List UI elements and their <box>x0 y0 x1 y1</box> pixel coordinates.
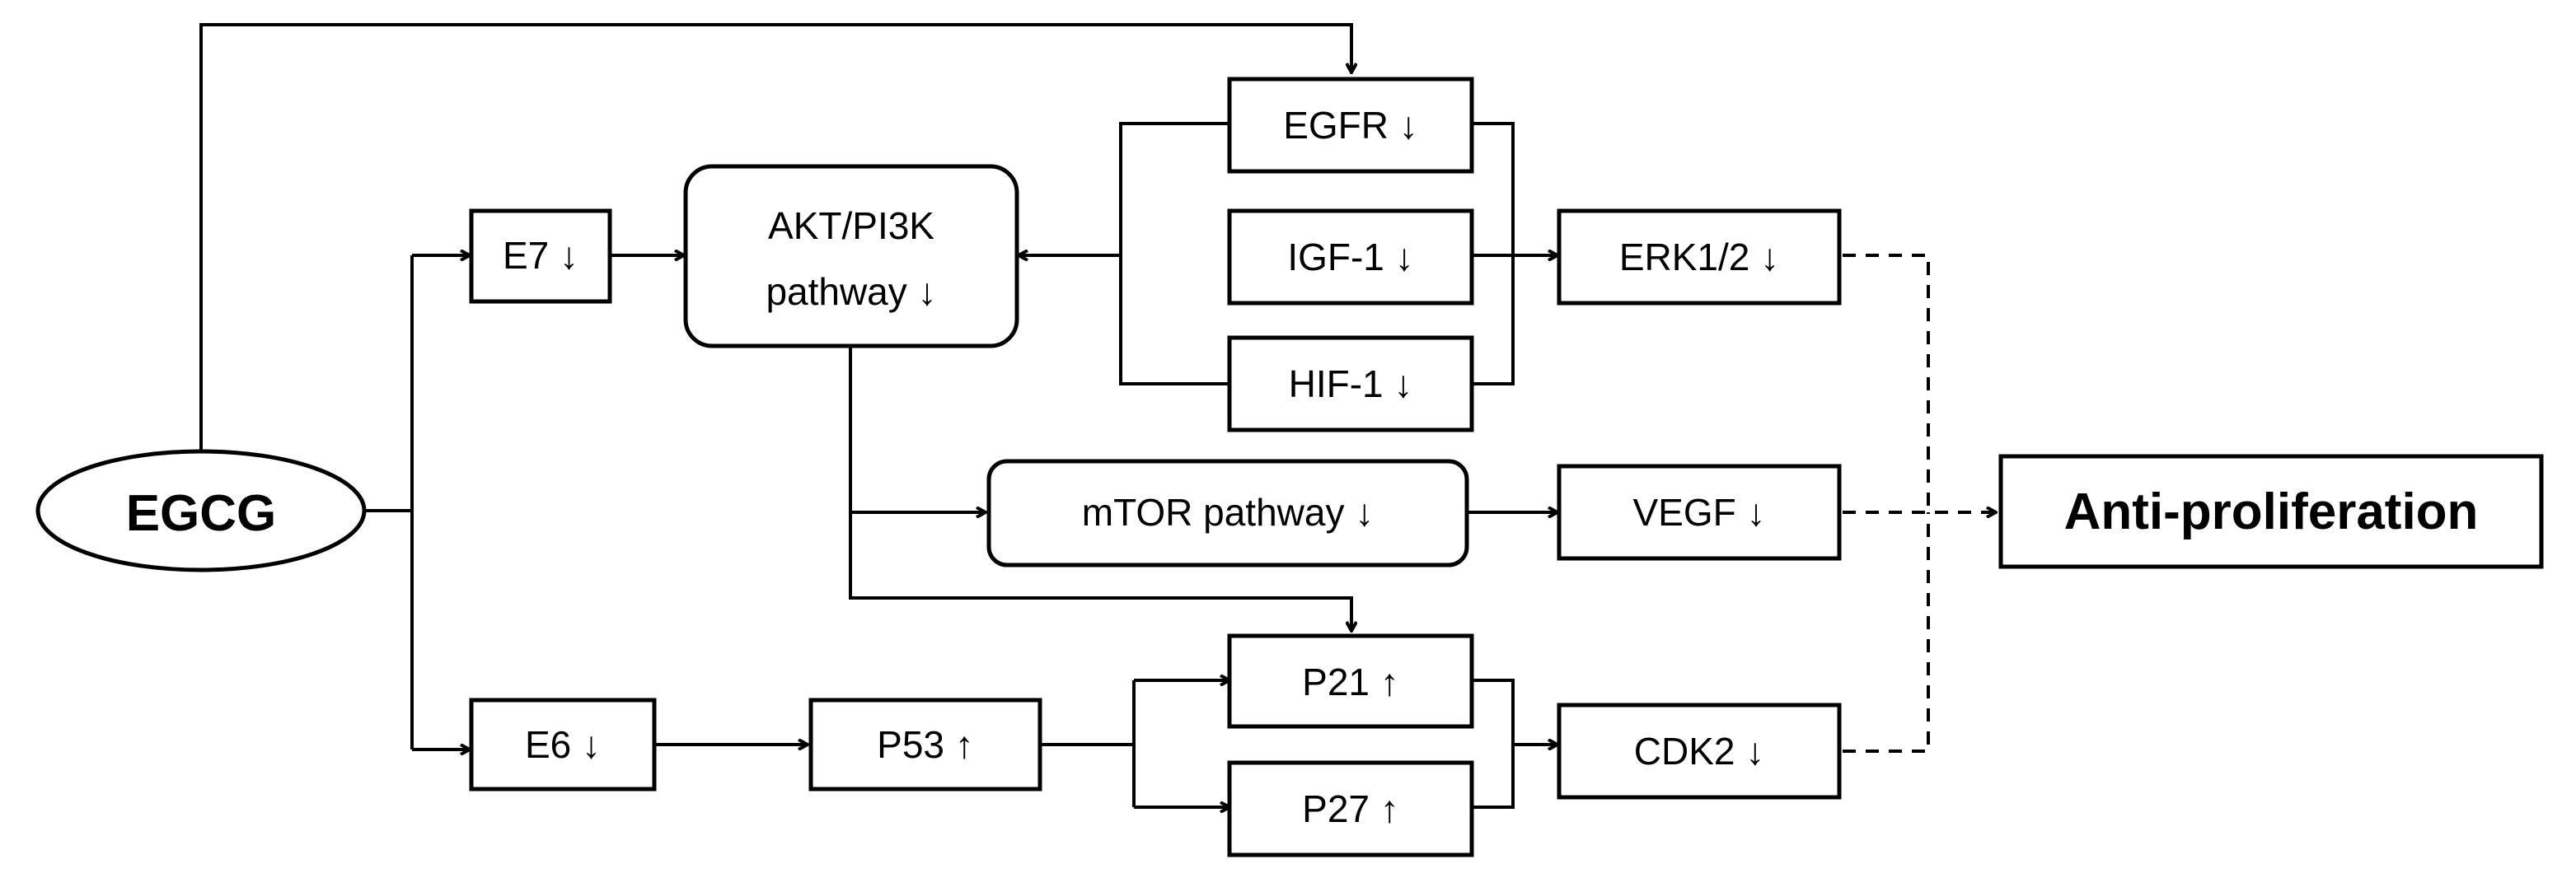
node-anti-proliferation: Anti-proliferation <box>1998 454 2544 569</box>
node-akt-pi3k: AKT/PI3K pathway ↓ <box>683 164 1019 348</box>
node-hif1-label: HIF-1 ↓ <box>1289 362 1413 405</box>
node-e7: E7 ↓ <box>469 208 612 304</box>
node-mtor-label: mTOR pathway ↓ <box>1082 491 1374 534</box>
node-anti-proliferation-label: Anti-proliferation <box>2064 483 2479 540</box>
node-mtor: mTOR pathway ↓ <box>986 459 1469 567</box>
node-igf1: IGF-1 ↓ <box>1227 208 1474 306</box>
node-p53-label: P53 ↑ <box>877 723 974 766</box>
node-erk: ERK1/2 ↓ <box>1557 208 1842 306</box>
node-e6: E6 ↓ <box>469 698 657 792</box>
node-cdk2-label: CDK2 ↓ <box>1634 730 1764 773</box>
connector-bracket-left <box>1119 122 1229 385</box>
node-cdk2: CDK2 ↓ <box>1557 703 1842 800</box>
node-p27: P27 ↑ <box>1227 760 1474 857</box>
node-e6-label: E6 ↓ <box>525 723 601 766</box>
node-hif1: HIF-1 ↓ <box>1227 335 1474 432</box>
node-p27-label: P27 ↑ <box>1302 787 1399 830</box>
node-e7-label: E7 ↓ <box>503 234 578 277</box>
dashed-erk <box>1843 254 1930 512</box>
connector-p21-p27-bracket <box>1472 679 1515 809</box>
node-p21: P21 ↑ <box>1227 633 1474 729</box>
connector-egcg-egfr <box>199 23 1351 469</box>
node-erk-label: ERK1/2 ↓ <box>1619 236 1779 278</box>
connector-akt-down <box>849 346 1351 631</box>
node-igf1-label: IGF-1 ↓ <box>1287 236 1413 278</box>
node-p21-label: P21 ↑ <box>1302 661 1399 703</box>
dashed-cdk2 <box>1843 512 1930 753</box>
node-egfr-label: EGFR ↓ <box>1283 104 1418 147</box>
node-vegf: VEGF ↓ <box>1557 464 1842 561</box>
node-p53: P53 ↑ <box>808 698 1042 792</box>
connectors <box>199 23 1996 809</box>
node-akt-label-line1: AKT/PI3K <box>768 204 934 247</box>
node-egcg: EGCG <box>35 449 367 572</box>
node-egcg-label: EGCG <box>126 485 277 542</box>
node-akt-label-line2: pathway ↓ <box>766 270 936 313</box>
node-egfr: EGFR ↓ <box>1227 77 1474 174</box>
node-vegf-label: VEGF ↓ <box>1632 491 1765 534</box>
